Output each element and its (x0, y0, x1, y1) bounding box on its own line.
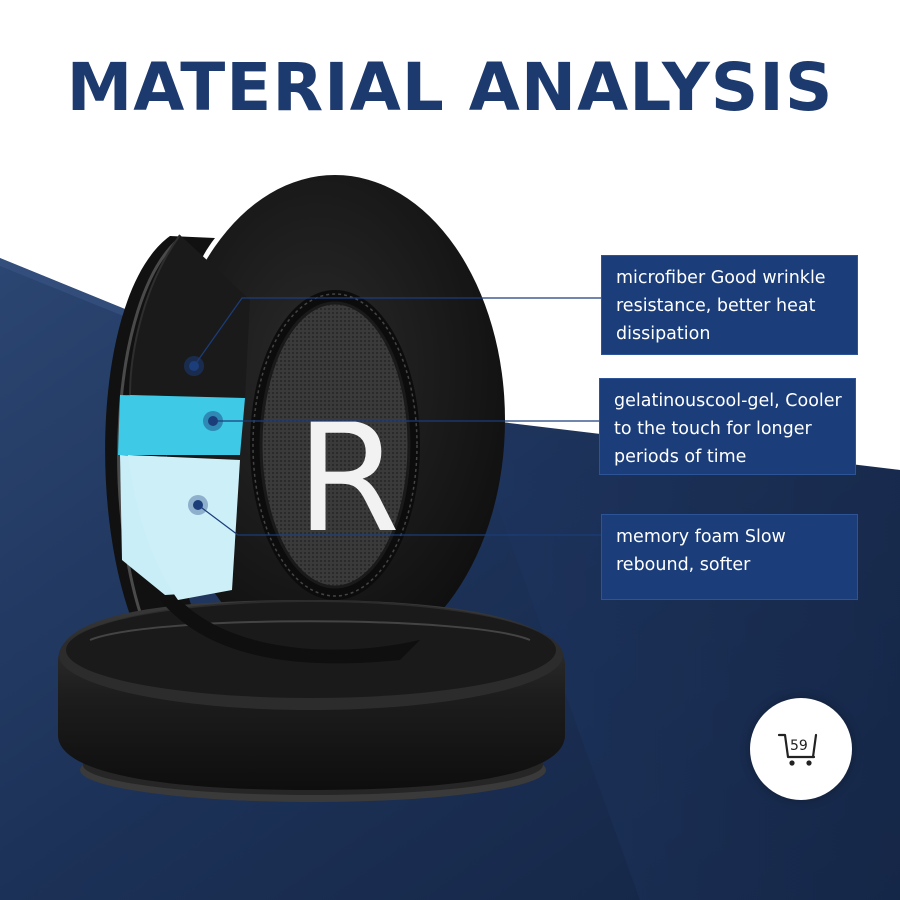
callout-memory-foam: memory foam Slow rebound, softer (601, 514, 858, 600)
cart-badge-count: 59 (790, 738, 808, 754)
leader-lines (193, 297, 601, 536)
cart-button[interactable]: 59 (750, 698, 852, 800)
earpad-side-label: R (296, 392, 400, 566)
earpad-flat (58, 600, 565, 802)
callout-microfiber: microfiber Good wrinkle resistance, bett… (601, 255, 858, 355)
earpad-upright: R (105, 175, 505, 665)
page-title: MATERIAL ANALYSIS (66, 49, 834, 126)
layer-markers (184, 356, 223, 515)
cart-icon: 59 (777, 733, 818, 766)
callout-cool-gel: gelatinouscool-gel, Cooler to the touch … (599, 378, 856, 475)
